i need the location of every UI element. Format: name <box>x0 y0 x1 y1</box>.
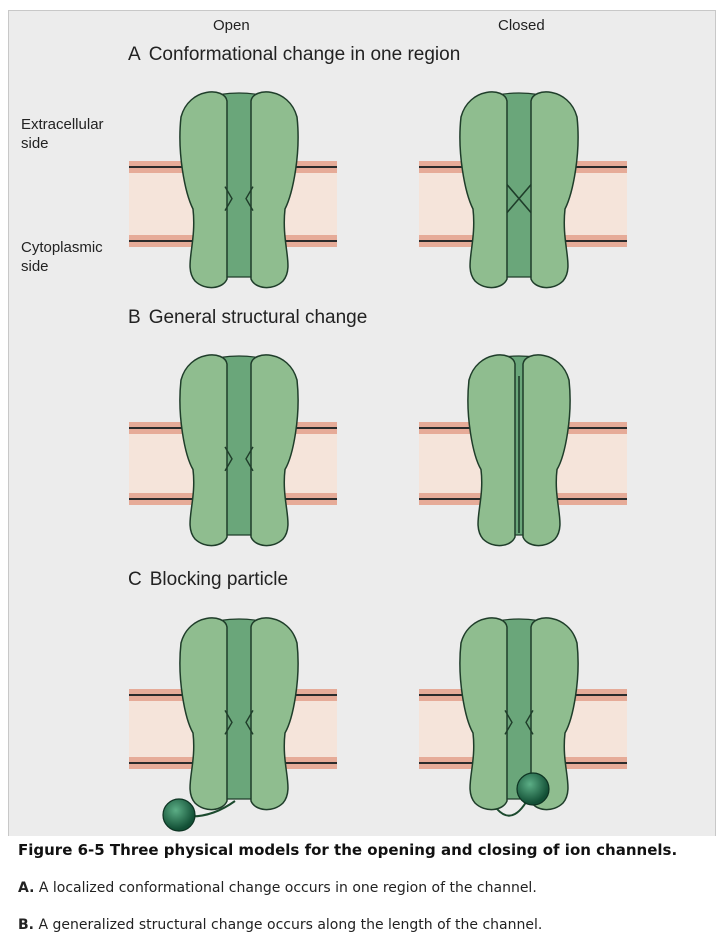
figure-illustration <box>19 23 635 843</box>
channel-subunit-left <box>180 355 227 546</box>
figure-frame: Open Closed Extracellular side Cytoplasm… <box>8 10 716 836</box>
channel-subunit-left <box>180 92 227 288</box>
channel-subunit-right <box>251 355 298 546</box>
channel-subunit-left <box>460 92 507 288</box>
column-label-open: Open <box>213 17 250 34</box>
caption-item-a: A. A localized conformational change occ… <box>18 880 537 896</box>
channel-subunit-left <box>468 355 515 546</box>
channel-subunit-right <box>523 355 570 546</box>
channel-subunit-left <box>460 618 507 810</box>
label-extracellular-side: Extracellular side <box>21 115 104 153</box>
channel-open-2 <box>180 618 298 810</box>
caption-title: Figure 6-5 Three physical models for the… <box>18 841 677 859</box>
channel-open-0 <box>180 92 298 288</box>
channel-closed-0 <box>460 92 578 288</box>
blocking-particle <box>163 799 195 831</box>
blocking-particle <box>517 773 549 805</box>
channel-open-1 <box>180 355 298 546</box>
caption-item-b: B. A generalized structural change occur… <box>18 917 542 933</box>
channel-subunit-right <box>251 618 298 810</box>
column-label-closed: Closed <box>498 17 545 34</box>
channel-subunit-right <box>531 92 578 288</box>
channel-subunit-left <box>180 618 227 810</box>
channel-subunit-right <box>251 92 298 288</box>
channel-closed-1 <box>468 355 570 546</box>
label-cytoplasmic-side: Cytoplasmic side <box>21 238 103 276</box>
